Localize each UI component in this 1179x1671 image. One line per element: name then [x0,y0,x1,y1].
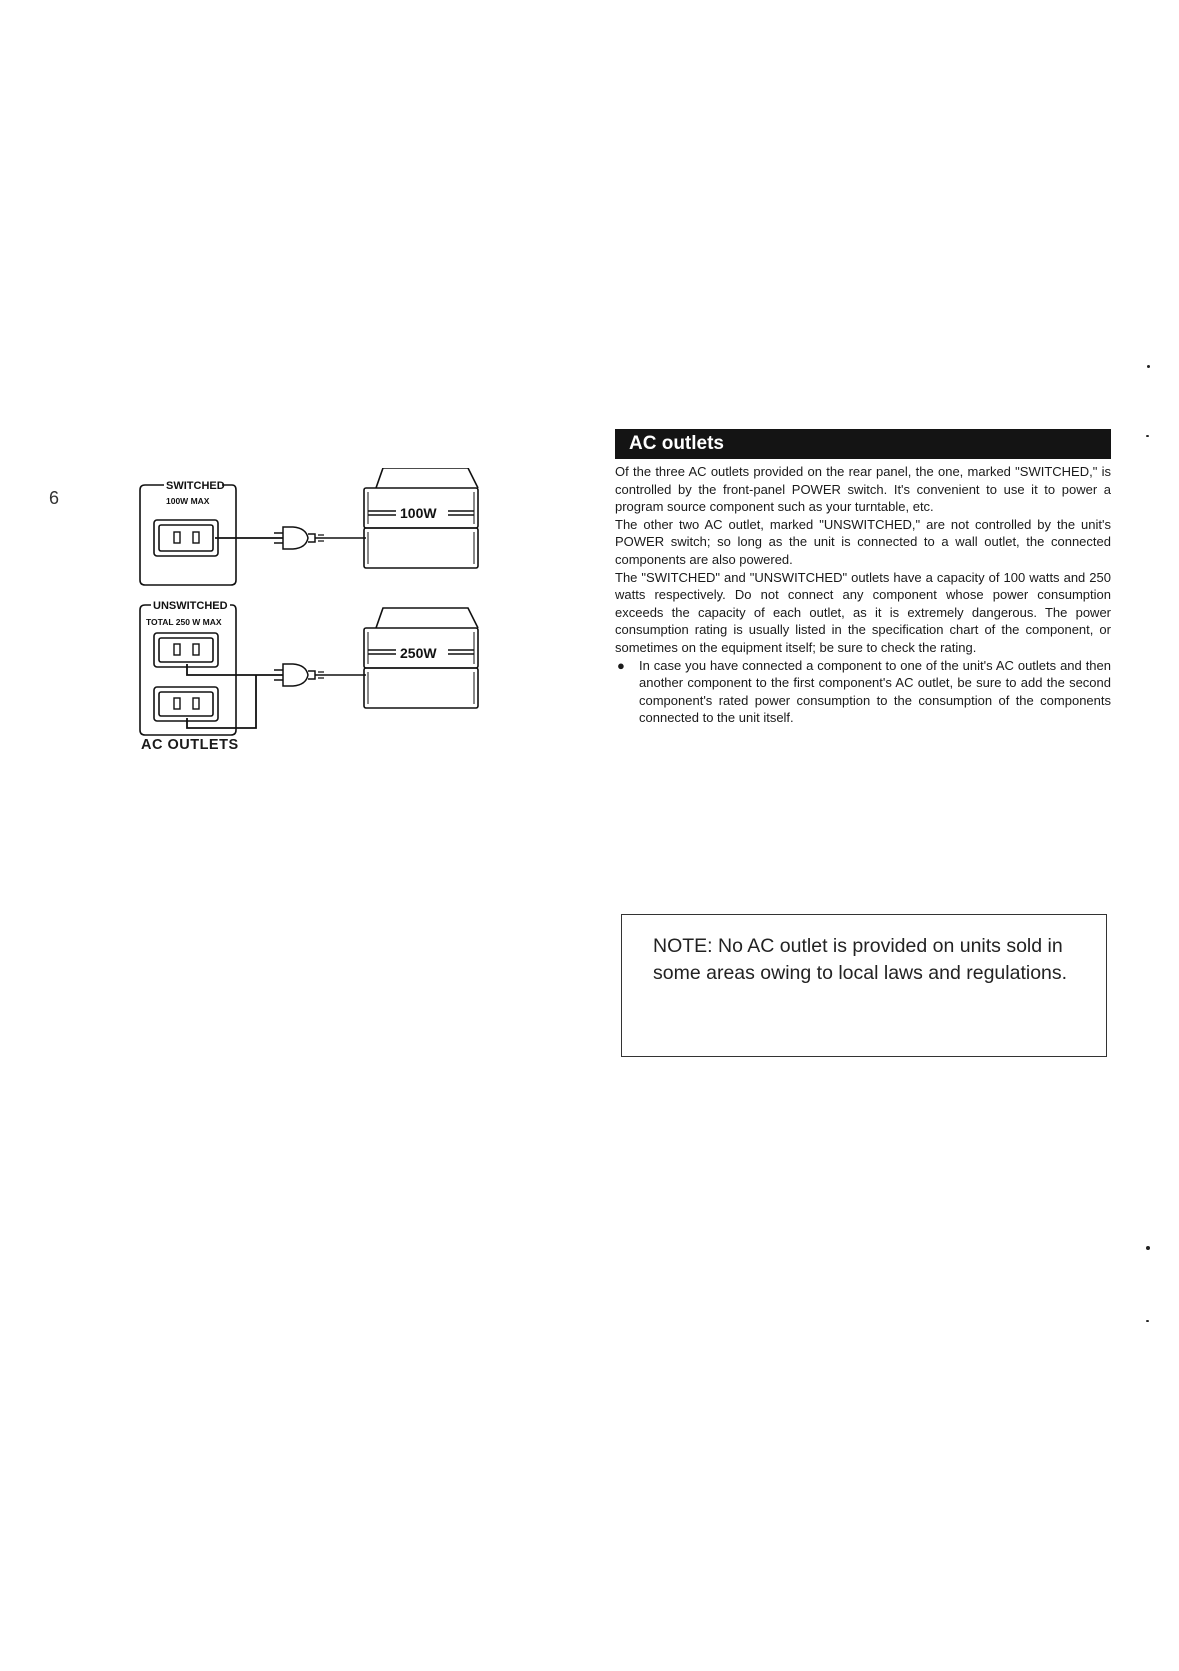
scan-speck [1147,365,1150,368]
component-top-rating: 100W [400,505,437,521]
paragraph: Of the three AC outlets provided on the … [615,464,1111,515]
ac-outlets-section: AC outlets Of the three AC outlets provi… [615,429,1111,727]
unswitched-panel [139,604,237,736]
page-number: 6 [49,488,60,508]
bullet-text: In case you have connected a component t… [639,657,1111,726]
unswitched-capacity: TOTAL 250 W MAX [146,617,222,627]
switched-label: SWITCHED [166,480,225,492]
component-bottom [363,607,479,709]
ac-outlets-diagram: SWITCHED 100W MAX UNSWITCHED TOTAL 250 W… [128,467,518,768]
unswitched-label: UNSWITCHED [153,600,228,612]
note-box: NOTE: No AC outlet is provided on units … [621,914,1107,1057]
switched-capacity: 100W MAX [166,496,210,506]
section-body: Of the three AC outlets provided on the … [615,463,1111,727]
note-text: NOTE: No AC outlet is provided on units … [653,935,1068,984]
diagram-caption: AC OUTLETS [141,737,239,753]
bullet-item: ● In case you have connected a component… [615,657,1111,727]
bullet-icon: ● [617,657,625,673]
scan-speck [1146,435,1149,437]
section-title: AC outlets [615,429,1111,459]
plug-unswitched-icon [274,663,366,687]
outlet-wires [186,537,283,729]
scan-speck [1146,1246,1150,1250]
plug-switched-icon [274,526,366,550]
ac-outlets-diagram-svg: SWITCHED 100W MAX UNSWITCHED TOTAL 250 W… [139,467,479,736]
component-bottom-rating: 250W [400,645,437,661]
scan-speck [1146,1320,1149,1322]
component-top-label-bg [396,503,448,523]
paragraph: The other two AC outlet, marked "UNSWITC… [615,516,1111,567]
paragraph: The "SWITCHED" and "UNSWITCHED" outlets … [615,569,1111,655]
component-top [363,467,479,569]
component-bottom-label-bg [396,643,448,663]
